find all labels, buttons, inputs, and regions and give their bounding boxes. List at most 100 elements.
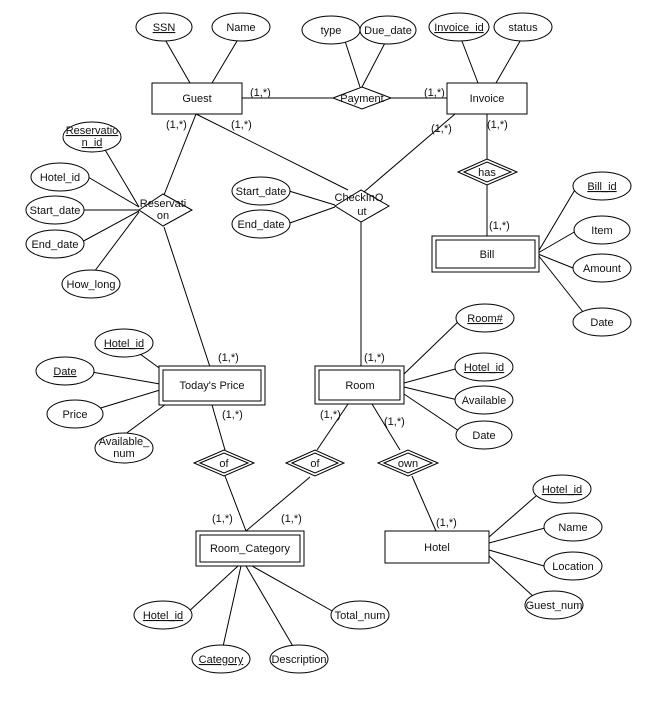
- relationship-label: has: [478, 167, 496, 179]
- attribute-todays-price-hotel-id: Hotel_id: [94, 328, 154, 358]
- entity-label: Guest: [182, 93, 211, 105]
- relationship-label: ut: [357, 206, 366, 218]
- entity-label: Hotel: [424, 542, 450, 554]
- attribute-available-num: Available_ num: [94, 432, 154, 464]
- attribute-label: Hotel_id: [464, 362, 504, 374]
- attribute-label: Hotel_id: [40, 172, 80, 184]
- attribute-label: Category: [199, 654, 244, 666]
- cardinality-invoice-has: (1,*): [487, 119, 508, 131]
- attribute-label: Room#: [467, 313, 503, 325]
- attribute-label: Reservatio: [66, 125, 119, 137]
- attribute-room-hotel-id: Hotel_id: [454, 352, 514, 382]
- attribute-label: Name: [558, 522, 587, 534]
- attribute-checkin-end-date: End_date: [231, 209, 291, 239]
- attribute-label: Start_date: [236, 186, 287, 198]
- attribute-label: Invoice_id: [434, 22, 484, 34]
- attribute-label: Location: [552, 561, 594, 573]
- attribute-label: End_date: [237, 219, 284, 231]
- attribute-checkin-start-date: Start_date: [231, 176, 291, 206]
- attribute-label: Amount: [583, 263, 621, 275]
- attribute-label: type: [321, 25, 342, 37]
- cardinality-todays-price-of: (1,*): [222, 409, 243, 421]
- attribute-how-long: How_long: [61, 269, 121, 299]
- attribute-price: Price: [46, 399, 104, 429]
- attribute-reservation-id: Reservatio n_id: [62, 121, 122, 153]
- attribute-label: Due_date: [364, 25, 412, 37]
- attribute-room-number: Room#: [455, 303, 515, 333]
- attribute-label: Bill_id: [587, 181, 616, 193]
- relationship-label: own: [398, 458, 418, 470]
- attribute-room-category-hotel-id: Hotel_id: [133, 600, 193, 630]
- attribute-label: Hotel_id: [104, 338, 144, 350]
- attribute-label: Price: [62, 409, 87, 421]
- attribute-label: Start_date: [30, 205, 81, 217]
- weak-entity-todays-price: Today's Price: [158, 365, 266, 406]
- cardinality-of-room-category-right: (1,*): [281, 513, 302, 525]
- attribute-total-num: Total_num: [330, 600, 390, 630]
- attribute-location: Location: [543, 551, 603, 581]
- cardinality-room-own: (1,*): [384, 416, 405, 428]
- entity-invoice: Invoice: [446, 82, 528, 115]
- entity-label: Room: [345, 380, 374, 392]
- relationship-label: on: [157, 210, 169, 222]
- attribute-label: Description: [271, 654, 326, 666]
- attribute-label: How_long: [67, 279, 116, 291]
- weak-entity-room-category: Room_Category: [195, 530, 305, 567]
- identifying-relationship-own: own: [376, 449, 440, 477]
- attribute-label: n_id: [82, 137, 103, 149]
- attribute-guest-num: Guest_num: [524, 590, 584, 620]
- attribute-ssn: SSN: [135, 12, 193, 42]
- attribute-label: SSN: [153, 22, 176, 34]
- entity-label: Today's Price: [179, 380, 244, 392]
- cardinality-reservation-todays-price: (1,*): [218, 352, 239, 364]
- attribute-label: Date: [53, 366, 76, 378]
- attribute-label: Hotel_id: [143, 610, 183, 622]
- entity-hotel: Hotel: [384, 530, 490, 564]
- relationship-label: Payment: [340, 93, 383, 105]
- attribute-reservation-start-date: Start_date: [25, 195, 85, 225]
- attribute-label: Date: [590, 317, 613, 329]
- attribute-item: Item: [573, 215, 631, 245]
- attribute-bill-date: Date: [572, 307, 632, 337]
- entity-guest: Guest: [151, 82, 243, 115]
- relationship-payment: Payment: [331, 86, 393, 110]
- cardinality-guest-checkinout: (1,*): [231, 119, 252, 131]
- cardinality-invoice-payment: (1,*): [424, 87, 445, 99]
- entity-label: Invoice: [470, 93, 505, 105]
- cardinality-invoice-checkinout: (1,*): [431, 123, 452, 135]
- attribute-hotel-name: Name: [543, 512, 603, 542]
- cardinality-of-room-category-left: (1,*): [212, 513, 233, 525]
- attribute-room-date: Date: [455, 420, 513, 450]
- weak-entity-room: Room: [314, 365, 405, 405]
- identifying-relationship-has: has: [456, 158, 519, 186]
- attribute-reservation-hotel-id: Hotel_id: [30, 162, 90, 192]
- attribute-guest-name: Name: [211, 12, 271, 42]
- attribute-label: End_date: [31, 239, 78, 251]
- attribute-reservation-end-date: End_date: [25, 229, 85, 259]
- attribute-label: Hotel_id: [542, 484, 582, 496]
- attribute-label: Item: [591, 225, 612, 237]
- weak-entity-bill: Bill: [431, 235, 540, 273]
- attribute-label: Available_: [99, 436, 150, 448]
- attribute-label: num: [113, 448, 134, 460]
- attribute-label: Available: [462, 395, 506, 407]
- identifying-relationship-of-price: of: [192, 449, 256, 477]
- entity-label: Bill: [480, 249, 495, 261]
- attribute-label: Total_num: [335, 610, 386, 622]
- entity-label: Room_Category: [210, 543, 291, 555]
- attribute-due-date: Due_date: [359, 15, 417, 45]
- edges: [77, 35, 584, 652]
- relationship-label: Reservati: [140, 198, 186, 210]
- attribute-invoice-id: Invoice_id: [428, 12, 490, 42]
- cardinality-labels: (1,*) (1,*) (1,*) (1,*) (1,*) (1,*) (1,*…: [166, 87, 510, 529]
- cardinality-guest-reservation: (1,*): [166, 119, 187, 131]
- relationship-label: CheckInO: [335, 192, 384, 204]
- cardinality-own-hotel: (1,*): [436, 517, 457, 529]
- relationship-label: of: [310, 458, 320, 470]
- attribute-label: Guest_num: [526, 600, 583, 612]
- attribute-amount: Amount: [572, 253, 632, 283]
- attribute-label: Date: [472, 430, 495, 442]
- attribute-type: type: [301, 15, 361, 45]
- attribute-label: Name: [226, 22, 255, 34]
